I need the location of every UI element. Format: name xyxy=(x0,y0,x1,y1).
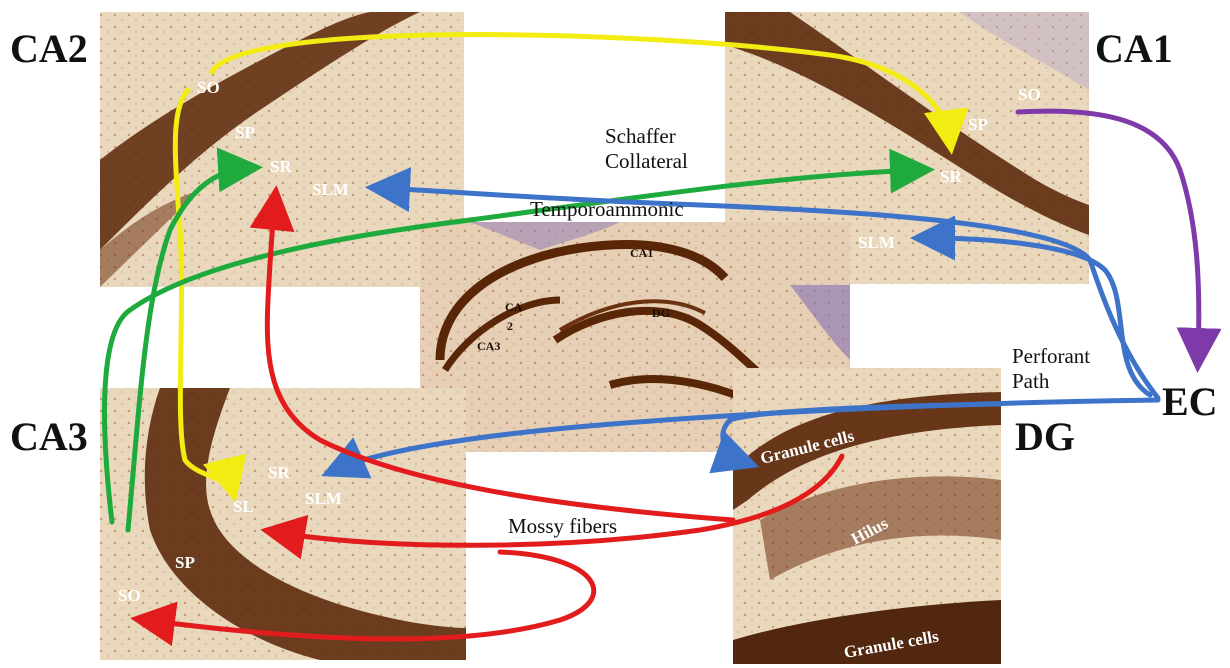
center-label-dg: DG xyxy=(652,306,670,320)
perforant-label-line1: Perforant xyxy=(1012,344,1090,368)
perforant-label-line2: Path xyxy=(1012,369,1050,393)
region-label-ca1: CA1 xyxy=(1095,26,1173,71)
ca1-layer-sr: SR xyxy=(940,167,962,186)
center-label-ca3: CA3 xyxy=(477,339,500,353)
ca2-layer-sr: SR xyxy=(270,157,292,176)
center-label-ca2-line2: 2 xyxy=(507,319,513,333)
mossy-fibers-label: Mossy fibers xyxy=(508,514,617,538)
ca2-layer-slm: SLM xyxy=(312,180,349,199)
ca2-layer-sp: SP xyxy=(235,123,255,142)
center-label-ca1: CA1 xyxy=(630,246,653,260)
ca3-layer-so: SO xyxy=(118,586,141,605)
center-label-ca2-line1: CA xyxy=(505,300,523,314)
temporoammonic-label: Temporoammonic xyxy=(530,197,684,221)
region-label-dg: DG xyxy=(1015,414,1075,459)
ca3-layer-sl: SL xyxy=(233,497,254,516)
region-label-ca3: CA3 xyxy=(10,414,88,459)
ca2-layer-so: SO xyxy=(197,78,220,97)
ca3-layer-sr: SR xyxy=(268,463,290,482)
ca1-layer-sp: SP xyxy=(968,115,988,134)
region-label-ca2: CA2 xyxy=(10,26,88,71)
ca3-layer-sp: SP xyxy=(175,553,195,572)
region-label-ec: EC xyxy=(1162,379,1218,424)
ca1-layer-so: SO xyxy=(1018,85,1041,104)
ca2-tissue-panel xyxy=(100,12,464,287)
schaffer-label-line2: Collateral xyxy=(605,149,688,173)
ca3-layer-slm: SLM xyxy=(305,489,342,508)
ca1-layer-slm: SLM xyxy=(858,233,895,252)
schaffer-label-line1: Schaffer xyxy=(605,124,676,148)
